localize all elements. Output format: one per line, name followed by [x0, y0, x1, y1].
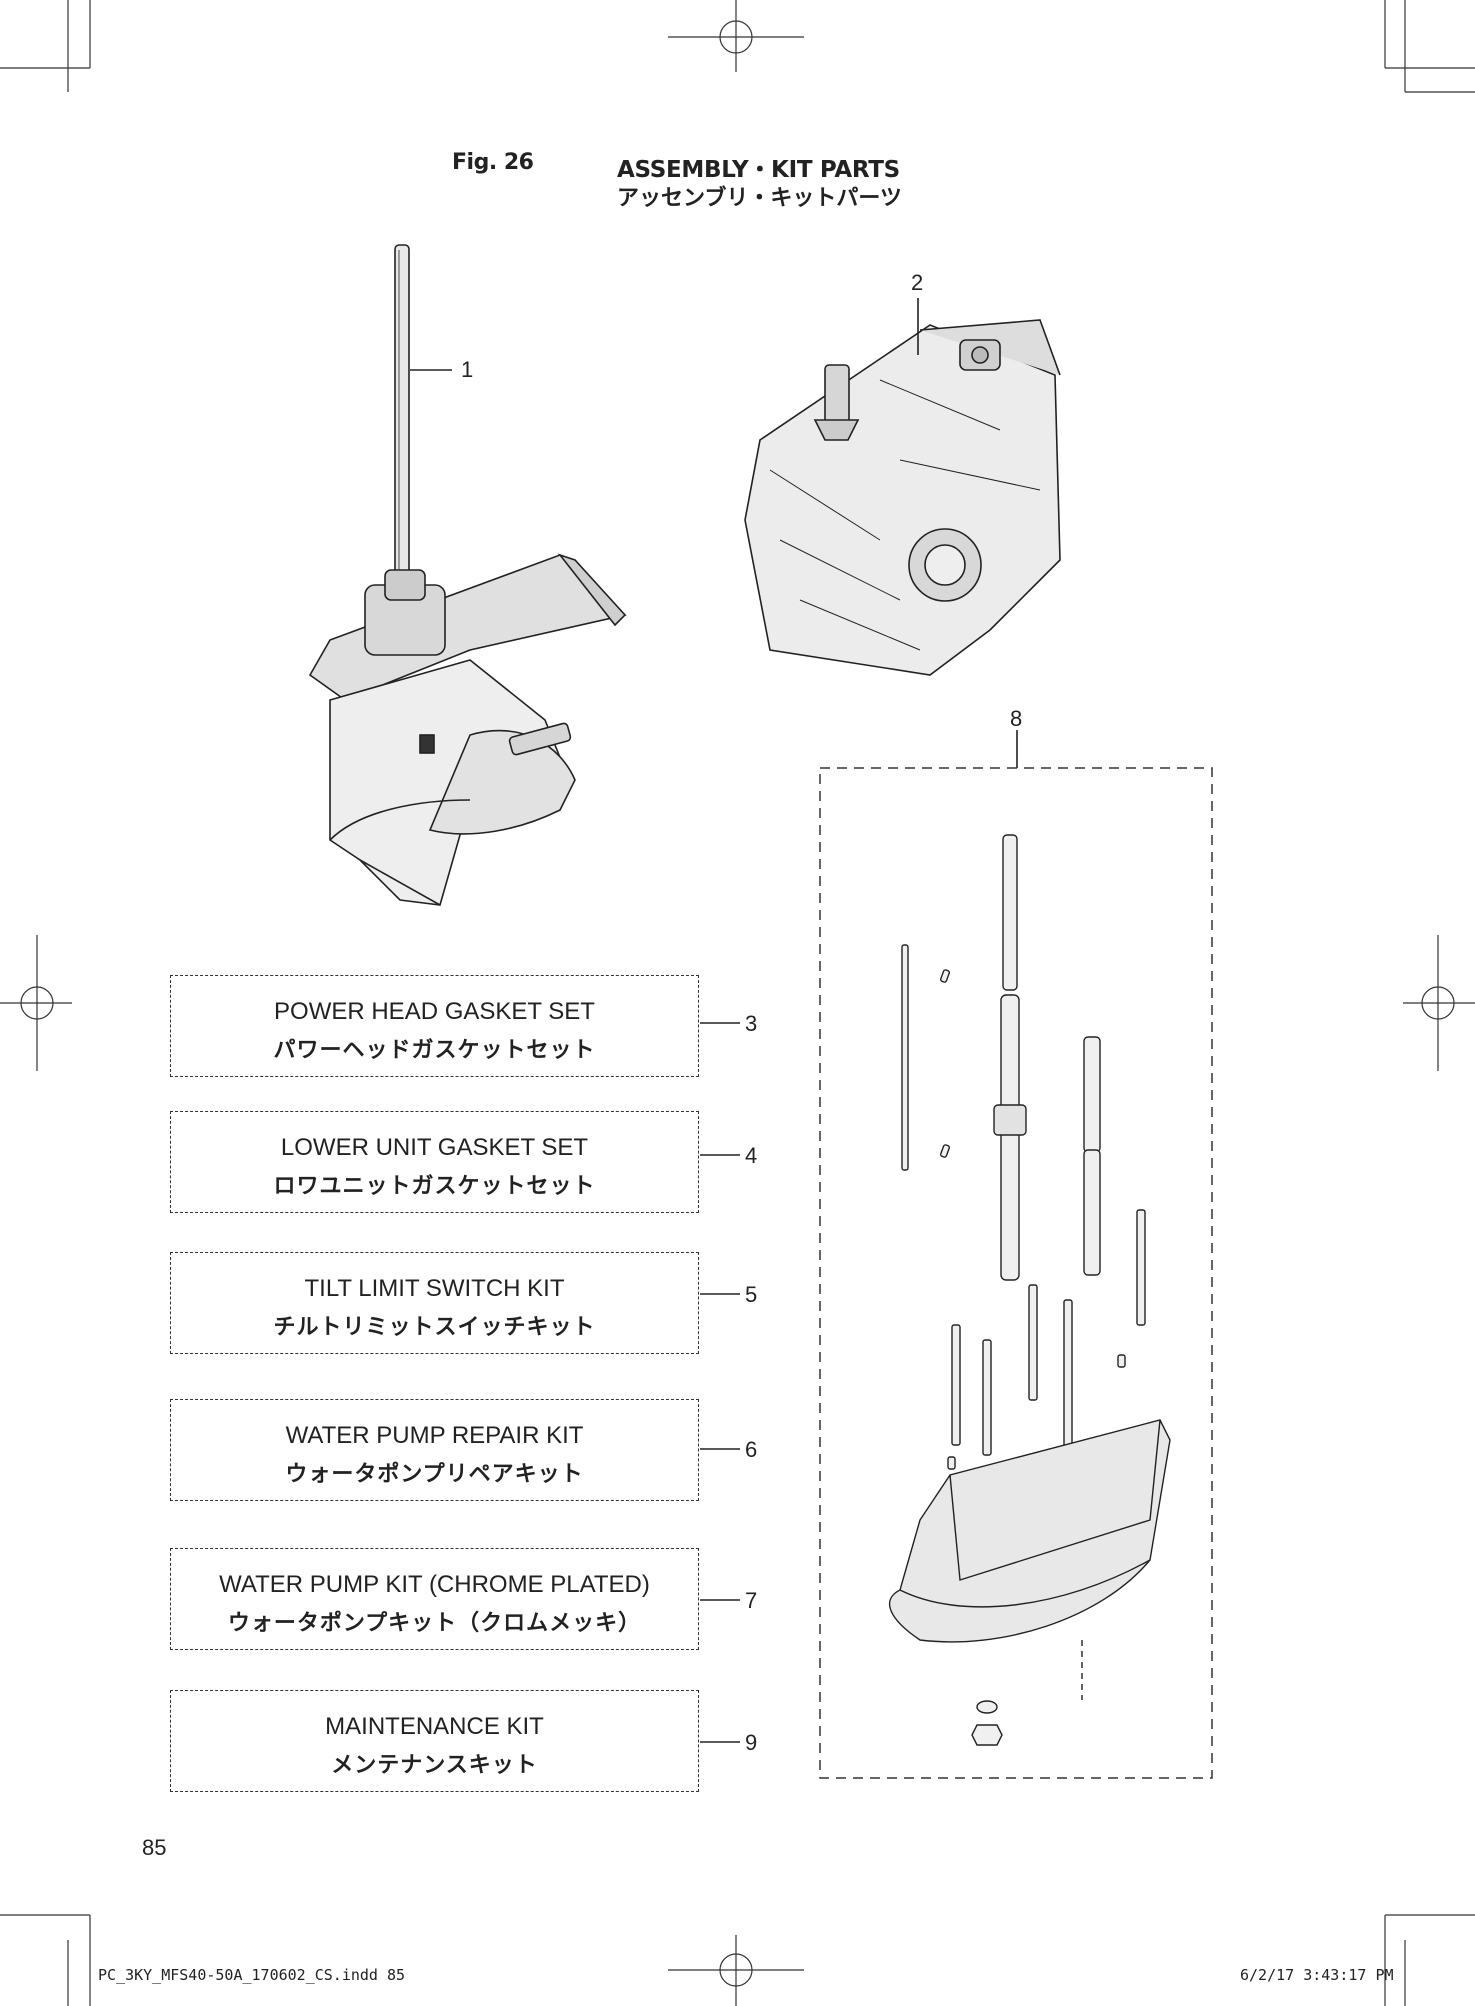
kit-box-tilt-limit-switch: TILT LIMIT SWITCH KIT チルトリミットスイッチキット — [170, 1252, 699, 1354]
lower-unit-drawing — [308, 244, 627, 906]
kit-name-jp: ウォータポンプキット（クロムメッキ） — [227, 1611, 642, 1636]
kit-box-water-pump-repair: WATER PUMP REPAIR KIT ウォータポンプリペアキット — [170, 1399, 699, 1501]
kit-name-en: WATER PUMP KIT (CHROME PLATED) — [219, 1571, 650, 1598]
kit-name-en: WATER PUMP REPAIR KIT — [285, 1422, 584, 1449]
kit-name-jp: パワーヘッドガスケットセット — [273, 1038, 596, 1063]
kit-box-water-pump-chrome: WATER PUMP KIT (CHROME PLATED) ウォータポンプキッ… — [170, 1548, 699, 1650]
callout-3: 3 — [745, 1011, 758, 1036]
page-title-en: ASSEMBLY・KIT PARTS — [617, 157, 900, 183]
kit-name-en: POWER HEAD GASKET SET — [274, 998, 595, 1025]
callout-2: 2 — [911, 270, 924, 295]
callout-8: 8 — [1010, 706, 1023, 731]
callout-6: 6 — [745, 1437, 758, 1462]
kit-name-en: MAINTENANCE KIT — [325, 1713, 544, 1740]
page-title-jp: アッセンブリ・キットパーツ — [617, 186, 902, 211]
kit-8-parts-drawing — [888, 834, 1171, 1746]
callout-leaders — [410, 298, 1018, 1743]
footer-filename: PC_3KY_MFS40-50A_170602_CS.indd 85 — [98, 1966, 406, 1984]
kit-8-box — [819, 767, 1213, 1779]
kit-name-jp: チルトリミットスイッチキット — [273, 1315, 596, 1340]
power-head-drawing — [744, 319, 1061, 676]
kit-name-en: LOWER UNIT GASKET SET — [280, 1134, 589, 1161]
callout-1: 1 — [461, 357, 474, 382]
callout-5: 5 — [745, 1282, 758, 1307]
kit-name-jp: メンテナンスキット — [331, 1753, 538, 1778]
kit-box-maintenance: MAINTENANCE KIT メンテナンスキット — [170, 1690, 699, 1792]
footer-timestamp: 6/2/17 3:43:17 PM — [1240, 1966, 1394, 1984]
figure-label: Fig. 26 — [452, 150, 534, 175]
kit-name-jp: ウォータポンプリペアキット — [285, 1462, 584, 1487]
callout-9: 9 — [745, 1730, 758, 1755]
kit-name-en: TILT LIMIT SWITCH KIT — [304, 1275, 565, 1302]
callout-7: 7 — [745, 1588, 758, 1613]
kit-box-power-head-gasket: POWER HEAD GASKET SET パワーヘッドガスケットセット — [170, 975, 699, 1077]
page-number: 85 — [142, 1835, 167, 1860]
kit-box-lower-unit-gasket: LOWER UNIT GASKET SET ロワユニットガスケットセット — [170, 1111, 699, 1213]
kit-name-jp: ロワユニットガスケットセット — [273, 1174, 596, 1199]
callout-4: 4 — [745, 1143, 758, 1168]
